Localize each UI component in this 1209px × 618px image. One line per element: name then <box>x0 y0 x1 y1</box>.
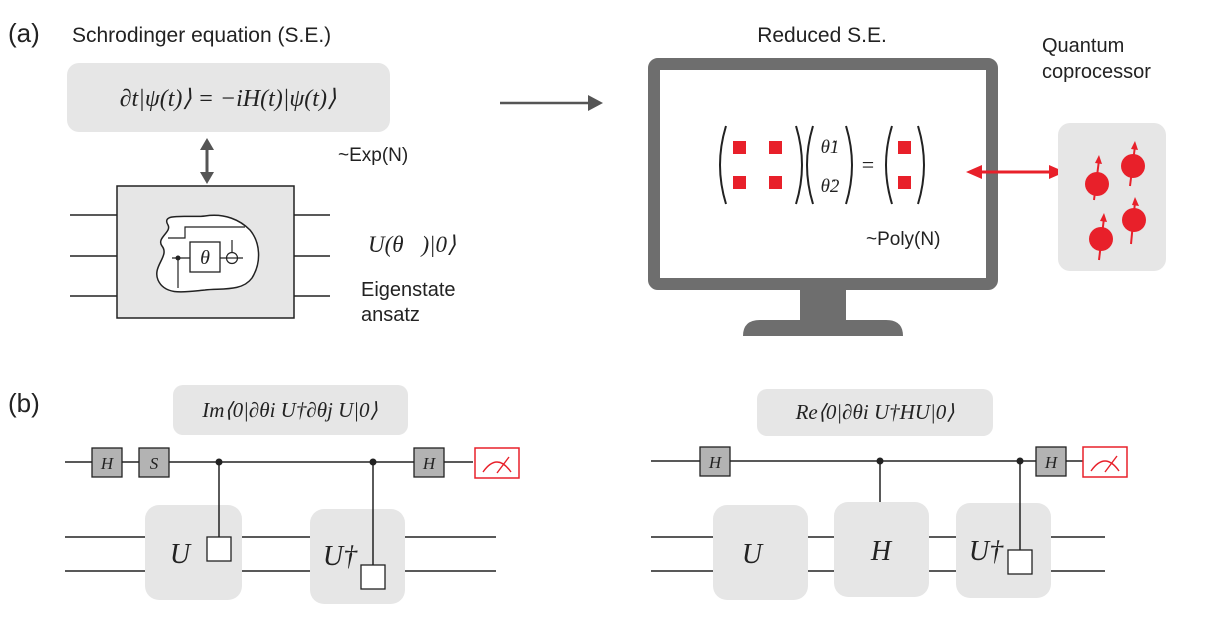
control-dot-h <box>876 457 884 465</box>
panel-a-label: (a) <box>8 18 40 48</box>
main-arrow-head <box>588 95 603 111</box>
coprocessor-label-line2: coprocessor <box>1042 61 1151 83</box>
matrix-left-paren-close <box>795 125 803 205</box>
rhs-paren-close <box>917 125 925 205</box>
qubit-spin-icon <box>1121 141 1145 187</box>
hadamard-gate-label: H <box>708 453 723 472</box>
reduced-se-title: Reduced S.E. <box>757 24 887 47</box>
red-arrow-head-left <box>966 165 982 179</box>
ansatz-label-line1: Eigenstate <box>361 279 456 301</box>
rhs-paren-open <box>885 125 893 205</box>
controlled-target-1 <box>206 536 232 562</box>
matrix-element-12 <box>769 141 782 154</box>
im-expression-box <box>173 385 408 435</box>
measurement-meter-icon <box>1082 446 1128 478</box>
control-dot-1 <box>215 458 223 466</box>
rhs-element-2 <box>898 176 911 189</box>
hamiltonian-block-label: H <box>870 536 893 567</box>
monitor-screen <box>648 58 998 290</box>
arrow-head-down <box>200 172 214 184</box>
theta-gate-label: θ <box>200 247 210 269</box>
se-equation-box <box>67 63 390 132</box>
measurement-meter-icon <box>474 447 520 479</box>
matrix-element-21 <box>733 176 746 189</box>
arrow-head-up <box>200 138 214 150</box>
im-expression: Im⟨0|∂θi U†∂θj U|0⟩ <box>201 398 377 422</box>
poly-scaling: ~Poly(N) <box>866 229 940 250</box>
blob-wire-top <box>168 226 245 239</box>
hamiltonian-block <box>834 502 929 597</box>
controlled-target-3 <box>1007 549 1033 575</box>
se-equation: ∂t|ψ(t)⟩ = −iH(t)|ψ(t)⟩ <box>120 86 337 112</box>
rhs-element-1 <box>898 141 911 154</box>
matrix-left-paren-open <box>719 125 727 205</box>
u-block <box>713 505 808 600</box>
control-dot-3 <box>1016 457 1024 465</box>
hadamard-gate-label: H <box>100 454 115 473</box>
hadamard-gate <box>1035 446 1067 477</box>
red-arrow-head-right <box>1049 165 1065 179</box>
control-dot-2 <box>369 458 377 466</box>
hadamard-gate <box>91 447 123 478</box>
se-title: Schrodinger equation (S.E.) <box>72 24 331 47</box>
monitor-neck <box>800 288 846 320</box>
hadamard-gate <box>413 447 445 478</box>
theta-dot-2: θ̇2 <box>821 176 840 197</box>
hadamard-gate-label: H <box>1044 453 1059 472</box>
matrix-element-11 <box>733 141 746 154</box>
qubit-spin-icon <box>1122 197 1146 245</box>
matrix-element-22 <box>769 176 782 189</box>
blob-dot <box>175 255 181 261</box>
ansatz-label-line2: ansatz <box>361 304 420 326</box>
re-expression-box <box>757 389 993 436</box>
u-block-label: U <box>170 539 192 570</box>
coprocessor-label-line1: Quantum <box>1042 35 1124 57</box>
panel-b-label: (b) <box>8 388 40 418</box>
u-block <box>145 505 242 600</box>
phase-gate <box>138 447 170 478</box>
equals-sign: = <box>862 152 874 177</box>
re-expression: Re⟨0|∂θi U†HU|0⟩ <box>795 400 955 424</box>
phase-gate-label: S <box>150 454 159 473</box>
controlled-target-2 <box>360 564 386 590</box>
u-dagger-block-label: U† <box>969 536 1004 567</box>
u-dagger-block-label: U† <box>323 541 358 572</box>
theta-gate <box>189 241 221 273</box>
hadamard-gate <box>699 446 731 477</box>
qubit-spin-icon <box>1089 213 1113 261</box>
theta-vector-paren-open <box>806 125 814 205</box>
monitor-stand <box>743 320 903 336</box>
qubit-spin-icon <box>1085 155 1109 201</box>
theta-dot-1: θ̇1 <box>821 137 840 158</box>
theta-vector-paren-close <box>845 125 853 205</box>
ansatz-state: U(θ⃗)|0⟩ <box>368 232 456 257</box>
hadamard-gate-label: H <box>422 454 437 473</box>
exp-scaling: ~Exp(N) <box>338 145 408 166</box>
u-block-label: U <box>742 539 764 570</box>
quantum-coprocessor-box <box>1058 123 1166 271</box>
